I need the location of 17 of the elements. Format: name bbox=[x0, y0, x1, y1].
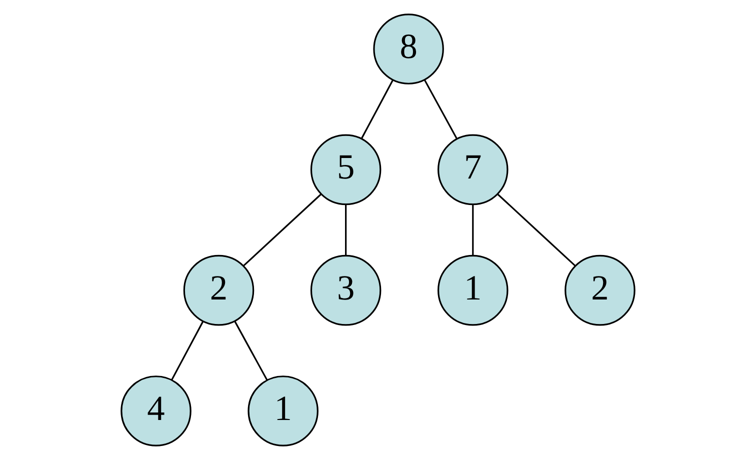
connector bbox=[497, 194, 576, 267]
node-circle: 5 bbox=[310, 134, 382, 206]
connector bbox=[472, 204, 474, 256]
node-circle: 7 bbox=[438, 134, 508, 206]
node-circle: 3 bbox=[310, 254, 382, 326]
node-circle: 4 bbox=[120, 376, 192, 446]
connector bbox=[345, 204, 347, 256]
connector bbox=[424, 80, 458, 140]
node-circle: 8 bbox=[373, 14, 444, 84]
node-circle: 1 bbox=[248, 376, 318, 446]
connector bbox=[360, 80, 394, 139]
connector bbox=[234, 321, 268, 381]
node-circle: 2 bbox=[564, 254, 636, 326]
node-circle: 1 bbox=[438, 254, 508, 326]
connector bbox=[242, 194, 322, 267]
connector bbox=[171, 321, 204, 380]
node-circle: 2 bbox=[183, 254, 254, 326]
